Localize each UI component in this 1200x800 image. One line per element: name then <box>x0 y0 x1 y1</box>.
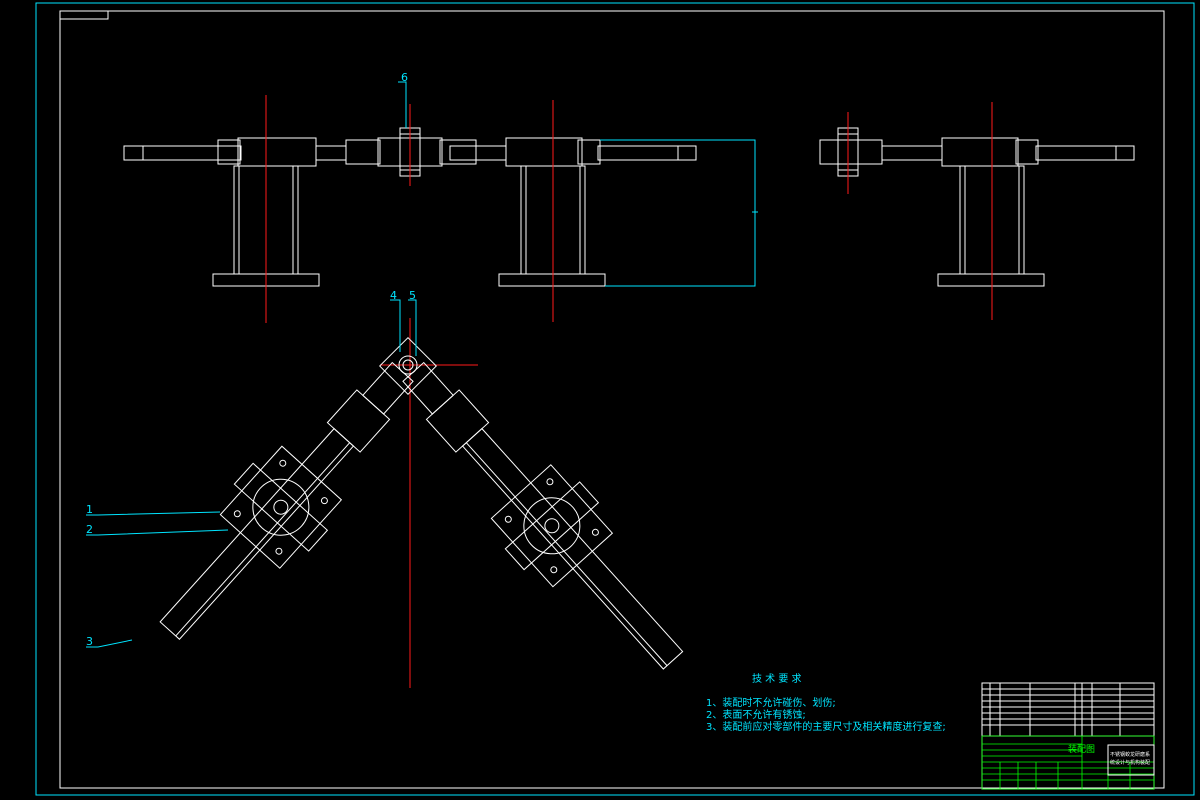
title-block-project-line-1: 不锈钢蛟龙研磨系 <box>1110 751 1150 758</box>
part-label-6: 6 <box>401 71 408 84</box>
tech-req-item-2: 2、表面不允许有锈蚀; <box>706 708 806 721</box>
part-label-3: 3 <box>86 635 93 648</box>
title-block-project-line-2: 统设计与机构装配 <box>1110 759 1150 766</box>
center-joint <box>345 104 477 186</box>
title-block-drawing-title: 装配图 <box>1068 743 1095 755</box>
title-block <box>981 682 1155 790</box>
outer-frame <box>35 2 1195 796</box>
tech-req-item-3: 3、装配前应对零部件的主要尺寸及相关精度进行复查; <box>706 720 946 733</box>
part-label-2: 2 <box>86 523 93 536</box>
front-view-left <box>123 95 347 323</box>
front-view-right <box>819 102 1135 320</box>
part-label-5: 5 <box>409 289 416 302</box>
inner-frame <box>59 10 1165 789</box>
leader-lines <box>86 81 417 648</box>
corner-label-box <box>59 10 109 20</box>
front-view-middle <box>449 100 758 322</box>
plan-view <box>159 318 684 688</box>
tech-req-title: 技 术 要 求 <box>752 672 802 685</box>
tech-req-item-1: 1、装配时不允许碰伤、划伤; <box>706 696 836 709</box>
part-label-4: 4 <box>390 289 397 302</box>
part-label-1: 1 <box>86 503 93 516</box>
